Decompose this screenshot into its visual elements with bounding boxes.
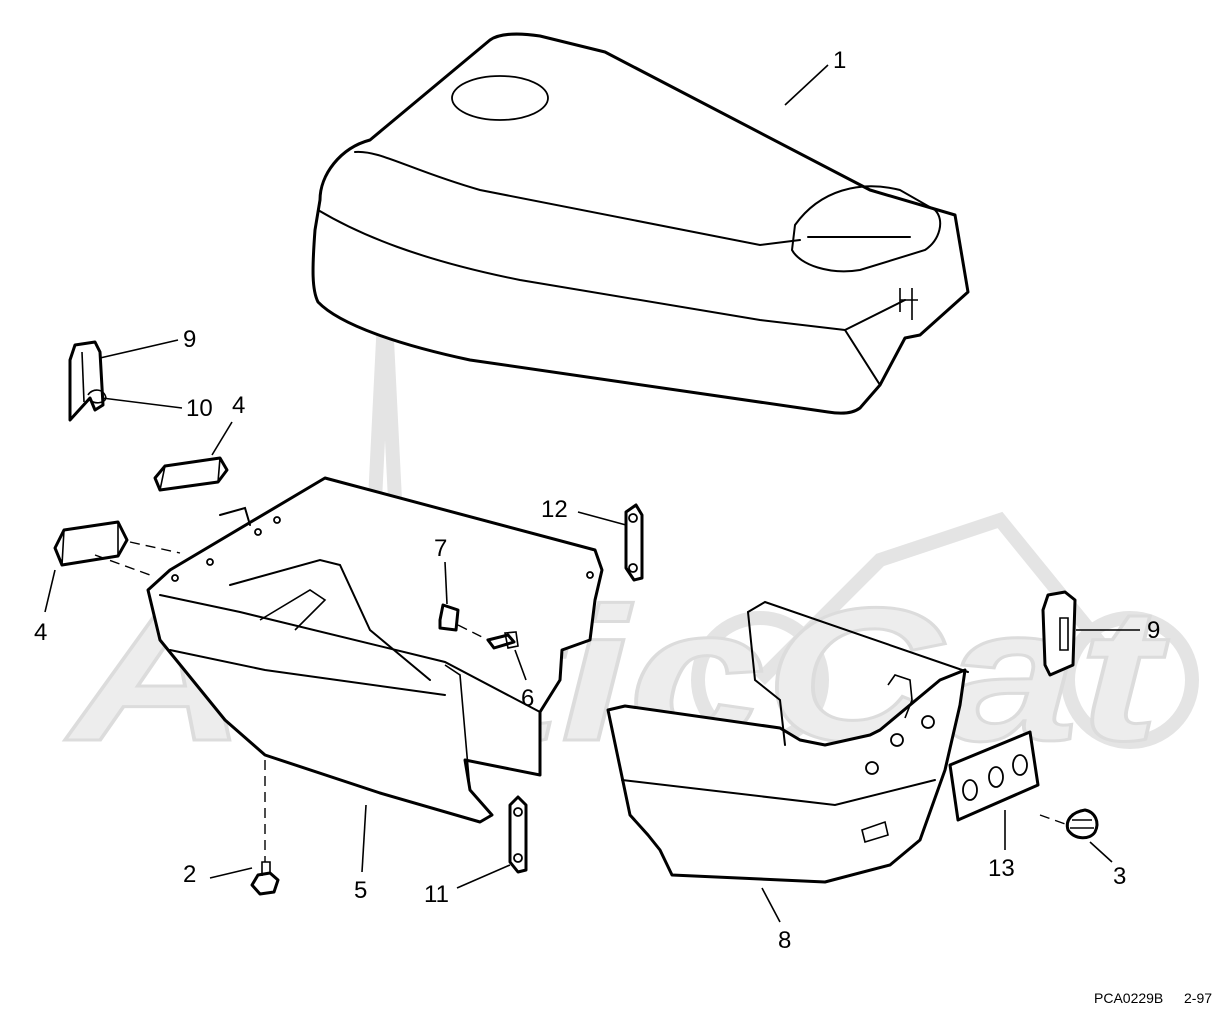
- rubber-block-lower: [53, 520, 129, 567]
- bracket-upper: [624, 503, 644, 582]
- left-side-cover: [146, 476, 604, 824]
- drawing-revision: 2-97: [1184, 990, 1212, 1006]
- callout-4-lower: 4: [34, 619, 47, 646]
- callout-13: 13: [988, 855, 1015, 882]
- leader-lines: [44, 64, 1140, 923]
- latch-upper: [68, 340, 105, 422]
- bracket-lower: [508, 795, 528, 874]
- rubber-block-upper: [153, 456, 229, 492]
- latch-right: [1041, 590, 1077, 677]
- callout-3: 3: [1113, 863, 1126, 890]
- callout-7: 7: [434, 535, 447, 562]
- callout-12: 12: [541, 496, 568, 523]
- callout-6: 6: [521, 685, 534, 712]
- callout-4-upper: 4: [232, 392, 245, 419]
- cover-opening: [451, 75, 549, 121]
- callout-1: 1: [833, 47, 846, 74]
- callout-5: 5: [354, 877, 367, 904]
- callout-9-right: 9: [1147, 617, 1160, 644]
- plug: [1065, 808, 1099, 840]
- callout-8: 8: [778, 927, 791, 954]
- screw: [486, 631, 519, 650]
- callouts: 1 9 10 4 4 12 7 6 9 2 5 11 8 13 3: [34, 47, 1160, 954]
- right-side-cover: [606, 600, 969, 884]
- clip-nut: [438, 603, 460, 632]
- callout-11: 11: [424, 881, 449, 908]
- callout-10: 10: [186, 395, 213, 422]
- flange-bolt: [250, 861, 280, 896]
- drawing-code: PCA0229B: [1094, 990, 1163, 1006]
- top-cover: [311, 32, 970, 415]
- gasket-plate: [948, 730, 1040, 822]
- callout-9-upper: 9: [183, 326, 196, 353]
- callout-2: 2: [183, 861, 196, 888]
- drawing-reference: PCA0229B 2-97: [1094, 990, 1212, 1006]
